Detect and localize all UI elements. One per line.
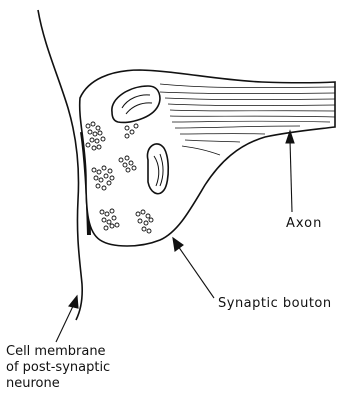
membrane-label-line-2: of post-synaptic: [6, 360, 110, 376]
bouton-arrowhead: [173, 238, 183, 251]
membrane-label-line-3: neurone: [6, 376, 110, 392]
axon-pointer: [290, 140, 292, 212]
synaptic-bouton-label: Synaptic bouton: [218, 296, 332, 312]
post-synaptic-membrane-label: Cell membrane of post-synaptic neurone: [6, 344, 110, 392]
membrane-pointer: [56, 304, 74, 342]
axon-label: Axon: [286, 216, 322, 232]
membrane-arrowhead: [69, 296, 78, 308]
post-synaptic-membrane: [38, 10, 82, 320]
mitochondrion-2: [147, 144, 168, 194]
membrane-label-line-1: Cell membrane: [6, 344, 110, 360]
bouton-pointer: [178, 246, 214, 298]
